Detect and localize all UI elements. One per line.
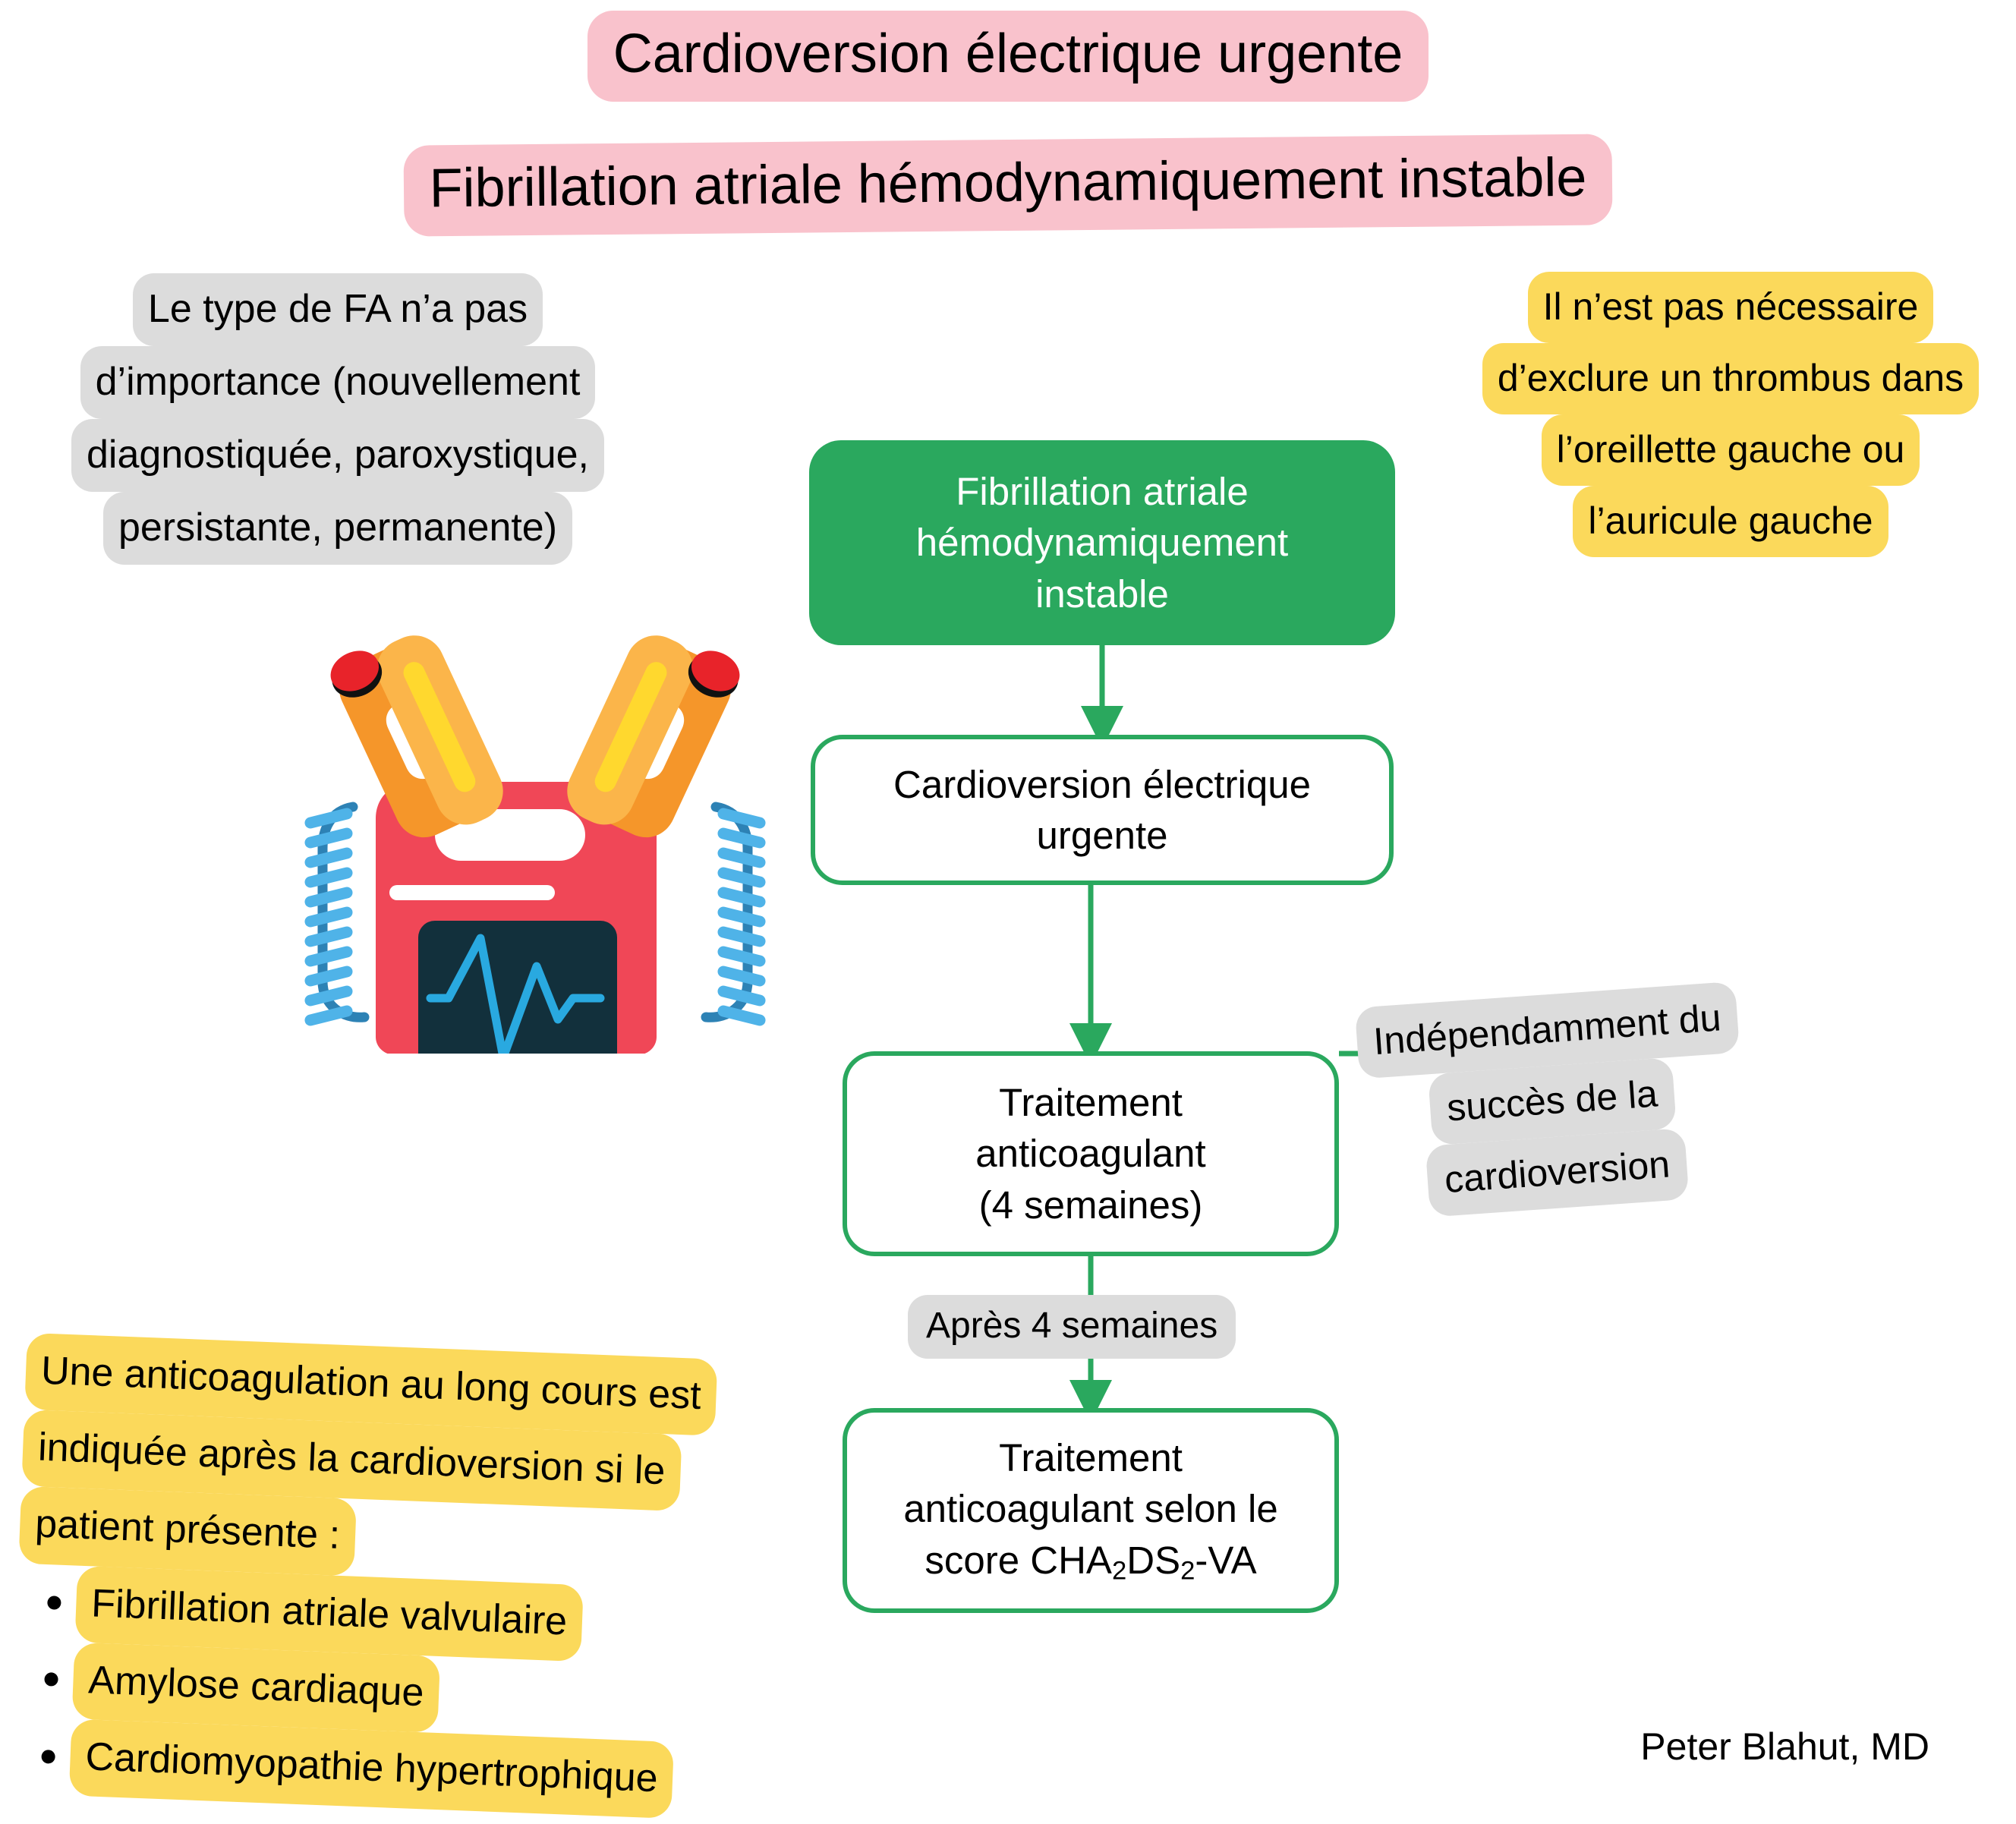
flow-node-score-line-1: Traitement — [999, 1435, 1183, 1479]
flow-node-anticoagulation-line-2: anticoagulant — [975, 1132, 1206, 1176]
flow-node-score-label: Traitement anticoagulant selon le score … — [884, 1432, 1297, 1589]
flow-node-cardioversion-line-1: Cardioversion électrique — [893, 762, 1311, 806]
connector-label-after-four-weeks: Après 4 semaines — [908, 1295, 1236, 1359]
connector-label-after-four-weeks-text: Après 4 semaines — [908, 1295, 1236, 1359]
callout-fa-type-line-4: persistante, permanente) — [102, 492, 573, 565]
defibrillator-illustration — [304, 635, 766, 1054]
flow-node-start-label: Fibrillation atriale hémodynamiquement i… — [896, 466, 1308, 619]
callout-long-term-bullet-list: Fibrillation atriale valvulaire Amylose … — [10, 1563, 823, 1824]
flow-node-score-mid: DS — [1126, 1538, 1181, 1582]
callout-thrombus-line-1: Il n’est pas nécessaire — [1527, 272, 1934, 343]
title-line-1: Cardioversion électrique urgente — [587, 11, 1429, 102]
flow-node-start-line-1: Fibrillation atriale — [956, 470, 1249, 514]
callout-fa-type-line-3: diagnostiquée, paroxystique, — [71, 419, 604, 492]
defib-paddle-right-icon — [567, 635, 740, 837]
defib-cable-right-icon — [701, 802, 766, 1026]
defib-ecg-trace-icon — [426, 934, 605, 1054]
flow-node-start-line-3: instable — [1035, 572, 1169, 616]
flow-node-score-subscript-2: 2 — [1180, 1556, 1195, 1586]
flow-node-score-line-2: anticoagulant selon le — [903, 1487, 1278, 1531]
flow-node-anticoagulation-line-3: (4 semaines) — [978, 1183, 1203, 1227]
defib-slot-icon — [389, 885, 555, 900]
flow-node-score-prefix: score CHA — [925, 1538, 1112, 1582]
callout-thrombus-line-3: l’oreillette gauche ou — [1541, 414, 1920, 486]
callout-thrombus: Il n’est pas nécessaire d’exclure un thr… — [1465, 272, 1996, 557]
flow-node-start-line-2: hémodynamiquement — [915, 521, 1289, 565]
callout-independent-line-1: Indépendamment du — [1354, 981, 1740, 1079]
bullet-dot-icon — [44, 1672, 58, 1687]
page-title-secondary: Fibrillation atriale hémodynamiquement i… — [0, 130, 2016, 240]
callout-long-term-line-3: patient présente : — [18, 1486, 357, 1577]
callout-fa-type-line-2: d’importance (nouvellement — [80, 346, 596, 419]
flow-node-anticoagulation-label: Traitement anticoagulant (4 semaines) — [956, 1077, 1225, 1230]
flow-node-anticoagulation: Traitement anticoagulant (4 semaines) — [843, 1051, 1339, 1256]
callout-long-term-bullet-1: Fibrillation atriale valvulaire — [90, 1580, 569, 1643]
flow-node-cardioversion-line-2: urgente — [1036, 814, 1168, 857]
bullet-dot-icon — [41, 1749, 55, 1764]
defib-paddle-left-icon — [330, 635, 503, 837]
defib-cable-left-icon — [304, 802, 370, 1026]
flow-node-score-suffix: -VA — [1195, 1538, 1257, 1582]
defib-screen-icon — [418, 921, 617, 1054]
callout-thrombus-line-4: l’auricule gauche — [1573, 486, 1888, 557]
flow-node-cardioversion: Cardioversion électrique urgente — [811, 735, 1394, 885]
defib-body-icon — [376, 782, 657, 1054]
bullet-dot-icon — [47, 1596, 61, 1610]
callout-fa-type-line-1: Le type de FA n’a pas — [132, 273, 543, 346]
page-title-primary: Cardioversion électrique urgente — [0, 11, 2016, 102]
flow-node-cardioversion-label: Cardioversion électrique urgente — [874, 759, 1331, 862]
callout-long-term-bullet-2: Amylose cardiaque — [87, 1658, 425, 1715]
callout-fa-type: Le type de FA n’a pas d’importance (nouv… — [30, 273, 645, 565]
callout-independent-of-success: Indépendamment du succès de la cardiover… — [1318, 978, 1787, 1224]
flow-node-score-subscript-1: 2 — [1111, 1556, 1127, 1586]
callout-long-term-bullet-3: Cardiomyopathie hypertrophique — [84, 1734, 659, 1801]
flow-node-anticoagulation-line-1: Traitement — [999, 1081, 1183, 1125]
title-line-2: Fibrillation atriale hémodynamiquement i… — [403, 134, 1613, 237]
flow-node-start: Fibrillation atriale hémodynamiquement i… — [809, 440, 1395, 645]
callout-thrombus-line-2: d’exclure un thrombus dans — [1482, 343, 1980, 414]
callout-long-term-anticoagulation: Une anticoagulation au long cours est in… — [10, 1332, 832, 1824]
flow-node-score: Traitement anticoagulant selon le score … — [843, 1408, 1339, 1613]
author-signature: Peter Blahut, MD — [1640, 1725, 1929, 1768]
